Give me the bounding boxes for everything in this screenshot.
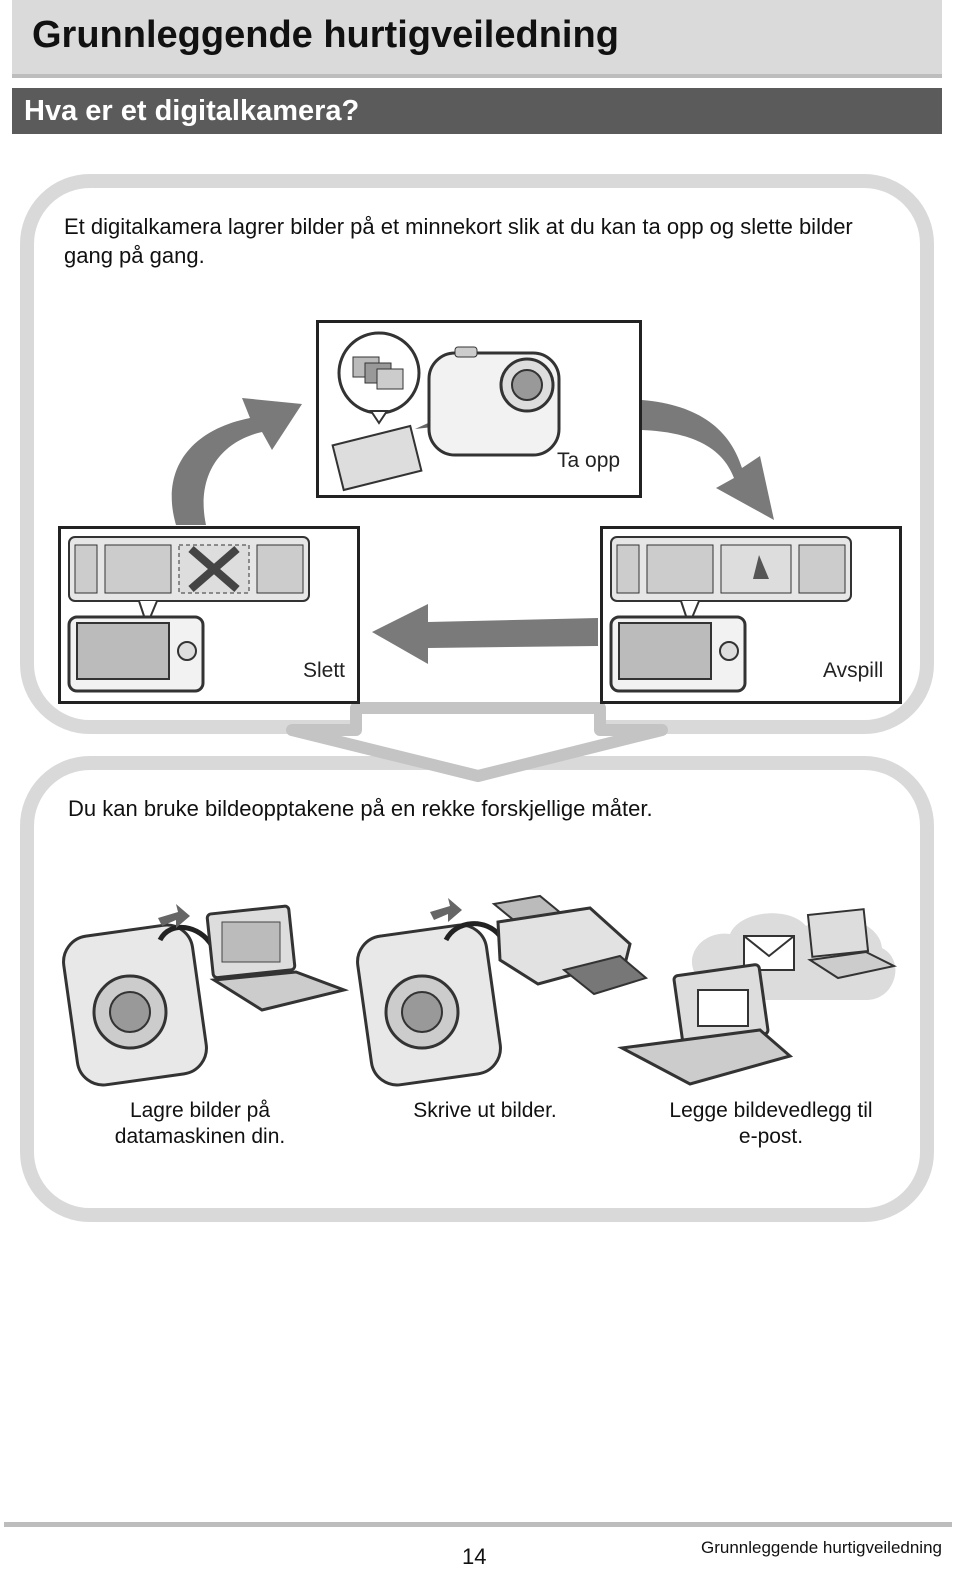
arrow-to-delete-icon [372,604,598,664]
take-label: Ta opp [557,449,621,472]
delete-filmstrip-icon [67,536,310,693]
caption-line: Lagre bilder på [129,1099,271,1122]
camera-to-printer-icon [356,894,649,1087]
use-caption-email: Legge bildevedlegg til e-post. [640,1098,902,1150]
playback-box: Avspill [600,526,902,704]
uses-text: Du kan bruke bildeopptakene på en rekke … [68,796,653,821]
playback-label: Avspill [823,659,884,682]
use-caption-print: Skrive ut bilder. [370,1098,600,1124]
use-caption-save: Lagre bilder på datamaskinen din. [80,1098,320,1150]
take-photo-box: Ta opp [316,320,642,498]
playback-filmstrip-icon [609,536,852,693]
down-arrow-icon [286,702,668,782]
page-number: 14 [462,1544,487,1569]
section-heading: Hva er et digitalkamera? [24,95,360,127]
footer-rule [4,1522,952,1527]
arrow-to-playback-icon [642,400,774,520]
email-attachment-icon [617,908,897,1086]
delete-box: Slett [58,526,360,704]
delete-label: Slett [303,659,346,682]
subtitle-band: Hva er et digitalkamera? [12,88,942,134]
caption-line: e-post. [738,1125,804,1148]
camera-memory-card-icon [331,331,561,492]
caption-line: datamaskinen din. [114,1125,286,1148]
caption-line: Skrive ut bilder. [413,1099,557,1122]
camera-to-laptop-icon [62,904,350,1087]
title-band: Grunnleggende hurtigveiledning [12,0,942,78]
caption-line: Legge bildevedlegg til [669,1099,873,1122]
page-title: Grunnleggende hurtigveiledning [32,14,619,56]
footer-section-title: Grunnleggende hurtigveiledning [700,1538,942,1557]
arrow-to-take-icon [171,398,302,525]
intro-text: Et digitalkamera lagrer bilder på et min… [64,214,853,268]
